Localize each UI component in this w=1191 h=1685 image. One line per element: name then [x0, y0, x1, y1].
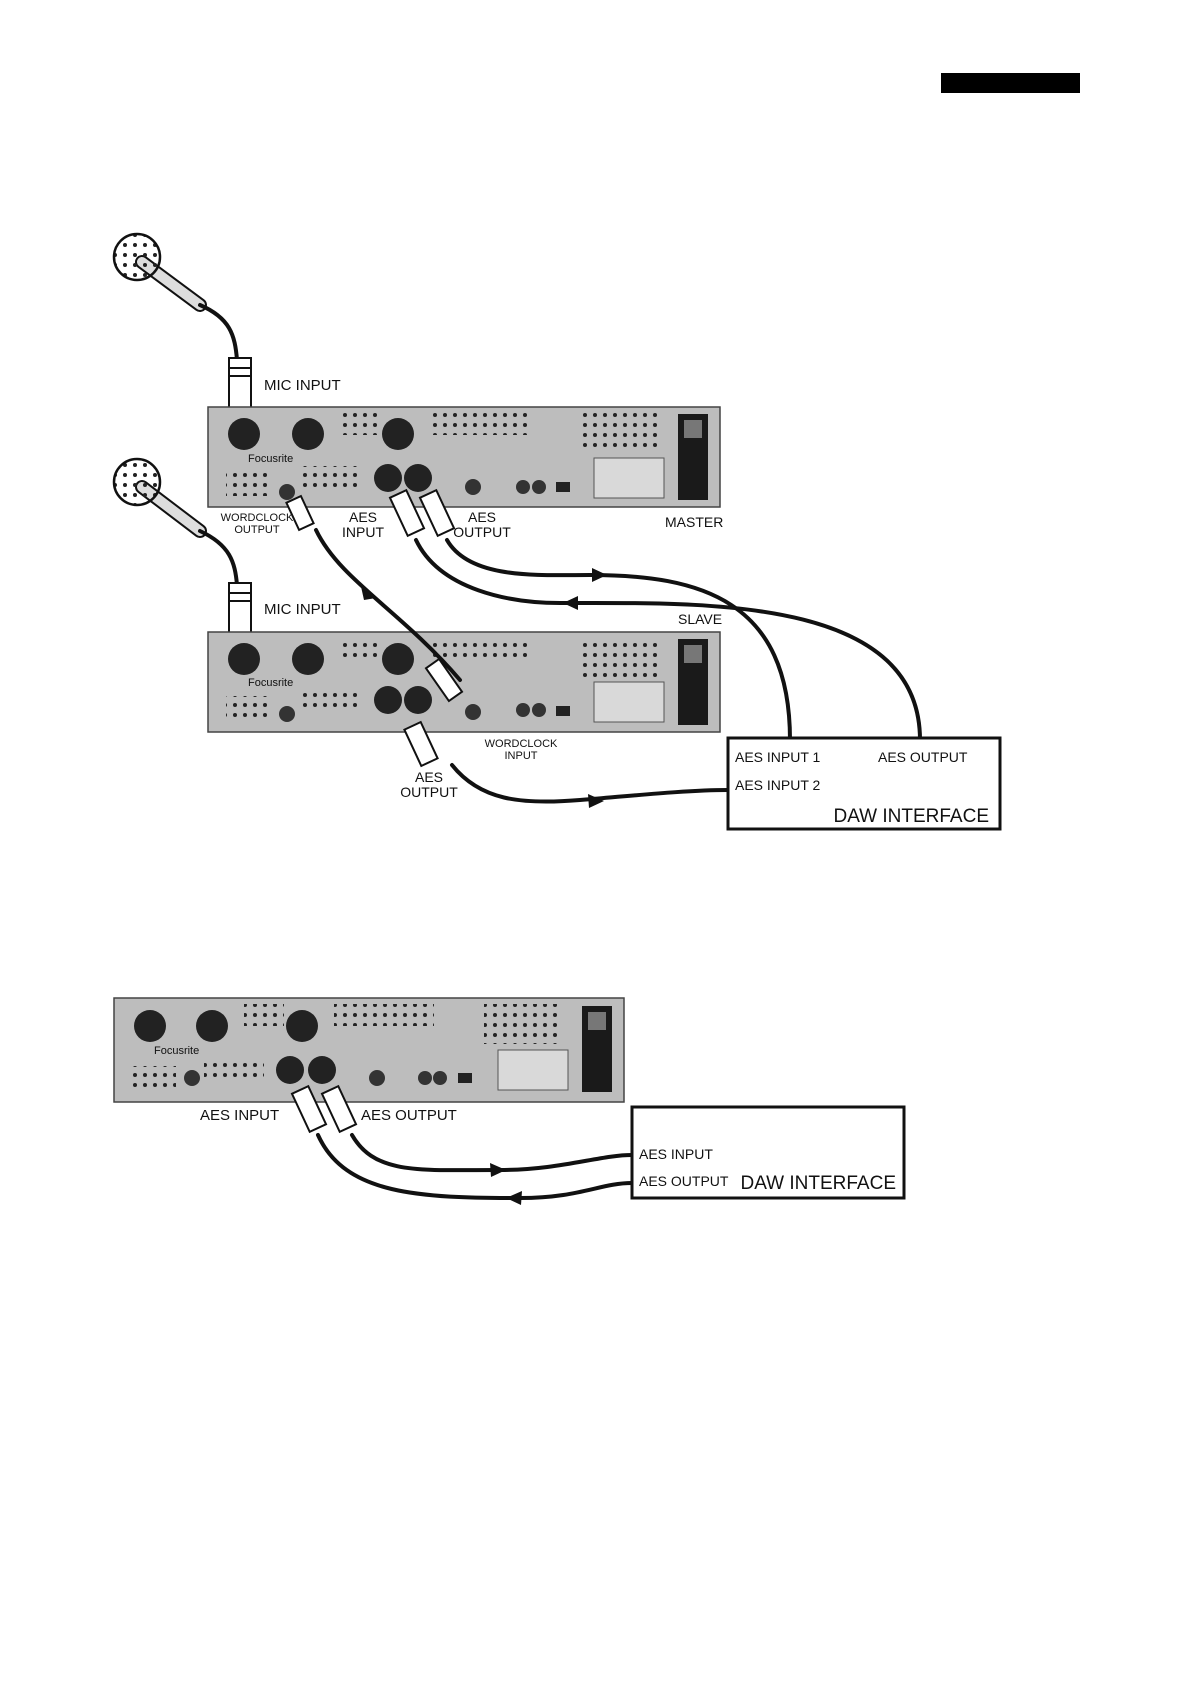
xlr-socket	[382, 643, 414, 675]
brand-logo: Focusrite	[248, 677, 293, 689]
xlr-socket	[374, 686, 402, 714]
daw2-aes-output: AES OUTPUT	[639, 1173, 729, 1189]
wordclock-input-label: WORDCLOCK	[485, 738, 558, 750]
master-aes-input-label: INPUT	[342, 524, 384, 540]
bnc-socket	[516, 480, 530, 494]
unit-diagram-2: Focusrite	[114, 998, 624, 1102]
master-aes-output-label: OUTPUT	[453, 524, 511, 540]
wordclock-input-label: INPUT	[505, 750, 538, 762]
daw2-title: DAW INTERFACE	[740, 1173, 896, 1194]
vent-grille	[226, 472, 272, 496]
usb-port	[458, 1073, 472, 1083]
mic-cable-2	[200, 531, 237, 585]
bnc-socket	[369, 1070, 385, 1086]
bnc-socket	[184, 1070, 200, 1086]
vent-grille	[130, 1066, 176, 1090]
xlr-connector-mic-2	[229, 583, 251, 633]
mic-input-label-1: MIC INPUT	[264, 377, 341, 394]
master-unit: Focusrite	[208, 407, 720, 507]
xlr-socket	[308, 1056, 336, 1084]
xlr-socket	[196, 1010, 228, 1042]
xlr-socket	[228, 643, 260, 675]
xlr-socket	[404, 464, 432, 492]
bnc-socket	[279, 706, 295, 722]
xlr-socket	[382, 418, 414, 450]
bnc-socket	[465, 704, 481, 720]
arrow-d2-aes-out	[490, 1163, 506, 1177]
wordclock-output-label: OUTPUT	[234, 524, 280, 536]
daw2-aes-input: AES INPUT	[639, 1146, 713, 1162]
brand-logo: Focusrite	[248, 453, 293, 465]
vent-grille	[226, 696, 272, 720]
vent-grille	[204, 1058, 264, 1080]
warning-label	[594, 458, 664, 498]
daw1-title: DAW INTERFACE	[833, 806, 989, 827]
vent-grille	[580, 413, 658, 453]
slave-label: SLAVE	[678, 611, 722, 627]
vent-grille	[580, 638, 658, 678]
xlr-socket	[404, 686, 432, 714]
arrow-master-aes-in	[563, 596, 578, 610]
vent-grille	[340, 413, 380, 435]
xlr-connector-mic-1	[229, 358, 251, 408]
mic-input-label-2: MIC INPUT	[264, 601, 341, 618]
xlr-socket	[374, 464, 402, 492]
d2-aes-input-label: AES INPUT	[200, 1107, 279, 1124]
vent-grille	[244, 1004, 284, 1026]
warning-label	[594, 682, 664, 722]
daw-interface-1: AES INPUT 1 AES OUTPUT AES INPUT 2 DAW I…	[728, 738, 1000, 829]
xlr-socket	[276, 1056, 304, 1084]
cable-d2-aes-in	[318, 1135, 632, 1198]
vent-grille	[334, 1004, 434, 1026]
arrow-d2-aes-in	[506, 1191, 522, 1205]
arrow-master-aes-out	[592, 568, 607, 582]
iec-socket	[684, 645, 702, 663]
master-label: MASTER	[665, 514, 723, 530]
xlr-socket	[292, 643, 324, 675]
bnc-socket	[532, 703, 546, 717]
vent-grille	[484, 1004, 562, 1044]
d2-aes-output-label: AES OUTPUT	[361, 1107, 457, 1124]
slave-unit: Focusrite	[208, 632, 720, 732]
master-aes-input-label: AES	[349, 509, 377, 525]
xlr-socket	[286, 1010, 318, 1042]
vent-grille	[430, 413, 530, 435]
bnc-socket	[465, 479, 481, 495]
bnc-socket	[279, 484, 295, 500]
bnc-socket	[516, 703, 530, 717]
vent-grille	[430, 638, 530, 660]
warning-label	[498, 1050, 568, 1090]
microphone-1-icon	[114, 234, 200, 305]
daw1-aes-output: AES OUTPUT	[878, 749, 968, 765]
master-aes-output-label: AES	[468, 509, 496, 525]
usb-port	[556, 706, 570, 716]
vent-grille	[300, 690, 360, 712]
xlr-socket	[292, 418, 324, 450]
xlr-socket	[228, 418, 260, 450]
iec-socket	[588, 1012, 606, 1030]
brand-logo: Focusrite	[154, 1045, 199, 1057]
arrow-slave-aes-out	[588, 794, 604, 808]
arrow-wordclock	[360, 582, 376, 600]
microphone-2-icon	[114, 459, 200, 531]
bnc-socket	[532, 480, 546, 494]
daw1-aes-input-1: AES INPUT 1	[735, 749, 821, 765]
vent-grille	[300, 466, 360, 488]
iec-socket	[684, 420, 702, 438]
daw-interface-2: AES INPUT AES OUTPUT DAW INTERFACE	[632, 1107, 904, 1198]
usb-port	[556, 482, 570, 492]
bnc-socket	[433, 1071, 447, 1085]
header-tab	[941, 73, 1080, 93]
slave-aes-output-label: OUTPUT	[400, 784, 458, 800]
mic-cable-1	[200, 305, 237, 360]
vent-grille	[340, 638, 380, 660]
wordclock-output-label: WORDCLOCK	[221, 512, 294, 524]
xlr-socket	[134, 1010, 166, 1042]
slave-aes-output-label: AES	[415, 769, 443, 785]
daw1-aes-input-2: AES INPUT 2	[735, 777, 821, 793]
bnc-socket	[418, 1071, 432, 1085]
